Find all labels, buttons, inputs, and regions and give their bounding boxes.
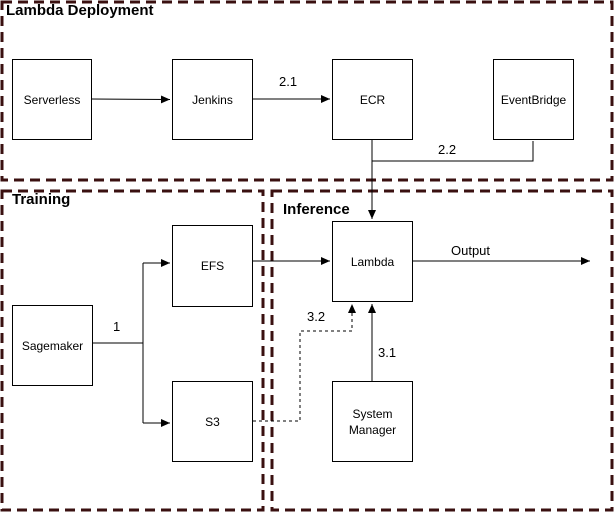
- ecr-node[interactable]: ECR: [332, 59, 413, 140]
- edge-label-3-1: 3.1: [378, 345, 397, 360]
- training-title: Training: [12, 191, 71, 208]
- serverless-node[interactable]: Serverless: [12, 59, 92, 140]
- s3-to-lambda-dashed-edge: [253, 304, 356, 422]
- jenkins-node[interactable]: Jenkins: [172, 59, 253, 140]
- edge-label-2-1: 2.1: [279, 74, 298, 89]
- edge-label-1: 1: [113, 319, 121, 334]
- system-manager-node[interactable]: System Manager: [332, 381, 413, 462]
- edge-label-3-2: 3.2: [307, 309, 326, 324]
- eventbridge-to-lambda-edge: [372, 141, 534, 162]
- inference-title: Inference: [283, 201, 350, 218]
- training-region: [0, 189, 265, 512]
- eventbridge-node[interactable]: EventBridge: [493, 59, 574, 140]
- serverless-to-jenkins-edge: [90, 95, 171, 104]
- output-label: Output: [451, 243, 491, 258]
- s3-node[interactable]: S3: [172, 381, 253, 462]
- lambda-deployment-region: [0, 0, 614, 182]
- sagemaker-node[interactable]: Sagemaker: [12, 305, 93, 386]
- efs-node[interactable]: EFS: [172, 225, 253, 307]
- lambda-node[interactable]: Lambda: [332, 221, 413, 302]
- inference-region: [270, 189, 614, 512]
- edge-label-2-2: 2.2: [438, 142, 457, 157]
- lambda-deployment-title: Lambda Deployment: [6, 2, 154, 19]
